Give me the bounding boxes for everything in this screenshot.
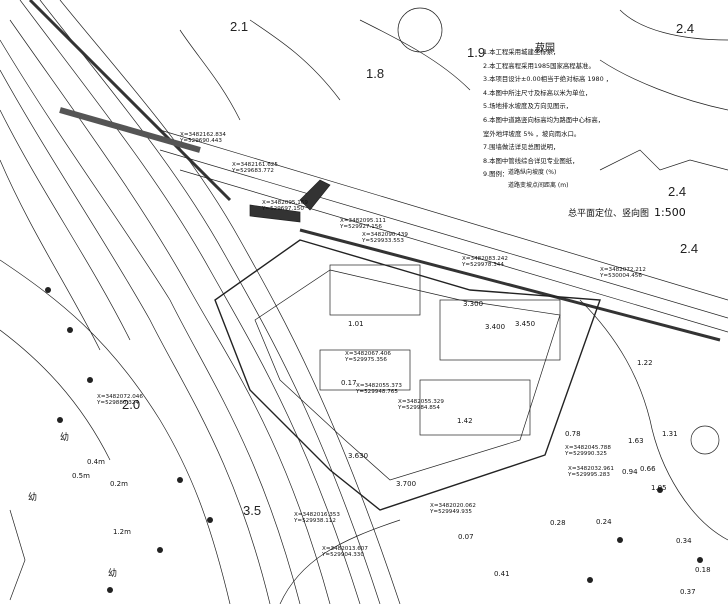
contour-label: 2.1 xyxy=(230,19,249,34)
place-label: 菽园 xyxy=(535,43,555,54)
drawing-scale: 1:500 xyxy=(654,206,686,219)
elevation-label: 0.41 xyxy=(494,570,510,578)
tree-label: 幼 xyxy=(108,569,118,579)
elevation-label: 0.34 xyxy=(676,537,692,545)
elevation-label: 1.31 xyxy=(662,430,678,438)
contour-label: 1.9 xyxy=(467,45,486,60)
elevation-label: 0.18 xyxy=(695,566,711,574)
contour-label: 2.4 xyxy=(668,184,687,199)
tree-label: 幼 xyxy=(60,433,70,443)
elevation-label: 0.78 xyxy=(565,430,581,438)
elevation-label: 1.05 xyxy=(651,484,667,492)
legend-slope: 道路纵向坡度 (%) xyxy=(508,169,557,176)
elevation-label: 0.66 xyxy=(640,465,656,473)
elevation-label: 0.37 xyxy=(680,588,696,596)
dimension-label: 0.5m xyxy=(72,472,90,480)
note-line: 6.本图中道路竖向标高均为路面中心标高， xyxy=(483,115,605,124)
tree-label: 幼 xyxy=(28,493,38,503)
note-line: 5.场地排水坡度及方向见图示， xyxy=(483,102,573,111)
elevation-label: 0.24 xyxy=(596,518,612,526)
note-line: 2.本工程高程采用1985国家高程基准。 xyxy=(483,61,595,70)
contour-label: 2.4 xyxy=(676,21,695,36)
contour-label: 2.4 xyxy=(680,241,699,256)
note-line: 7.围墙做法详见总图说明， xyxy=(483,143,560,152)
elevation-label: 0.17 xyxy=(341,379,357,387)
elevation-label: 1.42 xyxy=(457,417,473,425)
elevation-label: 3.700 xyxy=(396,480,417,488)
dimension-label: 0.4m xyxy=(87,458,105,466)
elevation-label: 3.450 xyxy=(515,320,536,328)
note-line: 室外地坪坡度 5% ，坡向雨水口。 xyxy=(483,129,581,138)
note-line: 3.本项目设计±0.00相当于绝对标高 1980 ， xyxy=(483,75,613,84)
note-line: 9.图例： xyxy=(483,170,509,179)
elevation-label: 1.63 xyxy=(628,437,644,445)
elevation-label: 3.400 xyxy=(485,323,506,331)
note-line: 1.本工程采用城建坐标系， xyxy=(483,48,560,56)
elevation-label: 1.01 xyxy=(348,320,364,328)
elevation-label: 0.28 xyxy=(550,519,566,527)
note-line: 8.本图中管线综合详见专业图纸， xyxy=(483,156,579,165)
elevation-label: 0.07 xyxy=(458,533,474,541)
elevation-label: 1.22 xyxy=(637,359,653,367)
contour-label: 1.8 xyxy=(366,66,385,81)
dimension-label: 1.2m xyxy=(113,528,131,536)
dimension-label: 0.2m xyxy=(110,480,128,488)
note-line: 4.本图中所注尺寸及标高以米为单位， xyxy=(483,88,592,97)
contour-label: 2.0 xyxy=(122,397,141,412)
design-notes: 1.本工程采用城建坐标系， 2.本工程高程采用1985国家高程基准。 3.本项目… xyxy=(483,46,688,182)
drawing-title: 总平面定位、竖向图 xyxy=(568,209,650,219)
elevation-label: 3.630 xyxy=(348,452,369,460)
elevation-label: 3.300 xyxy=(463,300,484,308)
contour-label: 3.5 xyxy=(243,503,262,518)
legend-length: 道路变坡点间距离 (m) xyxy=(508,182,569,189)
elevation-label: 0.94 xyxy=(622,468,638,476)
